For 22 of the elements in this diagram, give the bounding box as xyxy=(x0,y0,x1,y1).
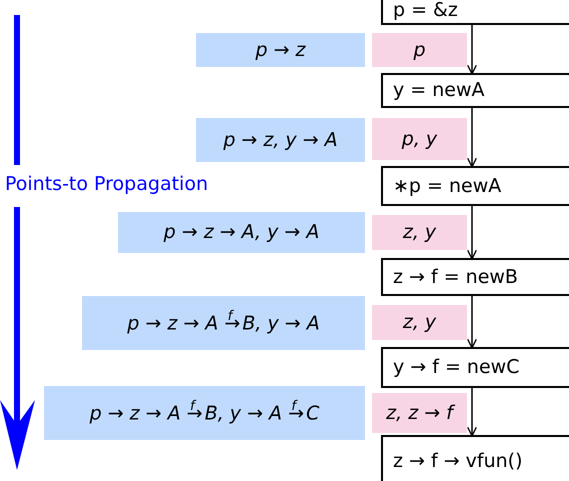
points-to-set: p → z → A →$^{f}$ B, y → A xyxy=(82,296,365,350)
live-variables: z, z → f xyxy=(372,393,467,433)
arrow xyxy=(466,108,478,168)
statement-box: z → f = newB xyxy=(381,258,569,296)
live-variables: z, y xyxy=(372,215,467,250)
live-variables: p, y xyxy=(372,118,467,160)
statement-box: p = &z xyxy=(381,0,569,25)
statement-box: y → f = newC xyxy=(381,347,569,388)
statement-box: z → f → vfun() xyxy=(381,435,569,481)
arrow xyxy=(466,25,478,75)
points-to-set: p → z → A →$^{f}$ B, y → A →$^{f}$ C xyxy=(44,386,365,440)
points-to-set: p → z → A, y → A xyxy=(118,212,365,253)
arrow xyxy=(466,206,478,260)
arrow xyxy=(466,296,478,349)
statement-box: ∗p = newA xyxy=(381,166,569,206)
axis-label: Points-to Propagation xyxy=(5,173,208,195)
points-to-set: p → z, y → A xyxy=(196,118,365,162)
points-to-set: p → z xyxy=(196,33,365,67)
arrow xyxy=(466,388,478,437)
live-variables: p xyxy=(372,33,467,67)
live-variables: z, y xyxy=(372,305,467,340)
statement-box: y = newA xyxy=(381,73,569,108)
